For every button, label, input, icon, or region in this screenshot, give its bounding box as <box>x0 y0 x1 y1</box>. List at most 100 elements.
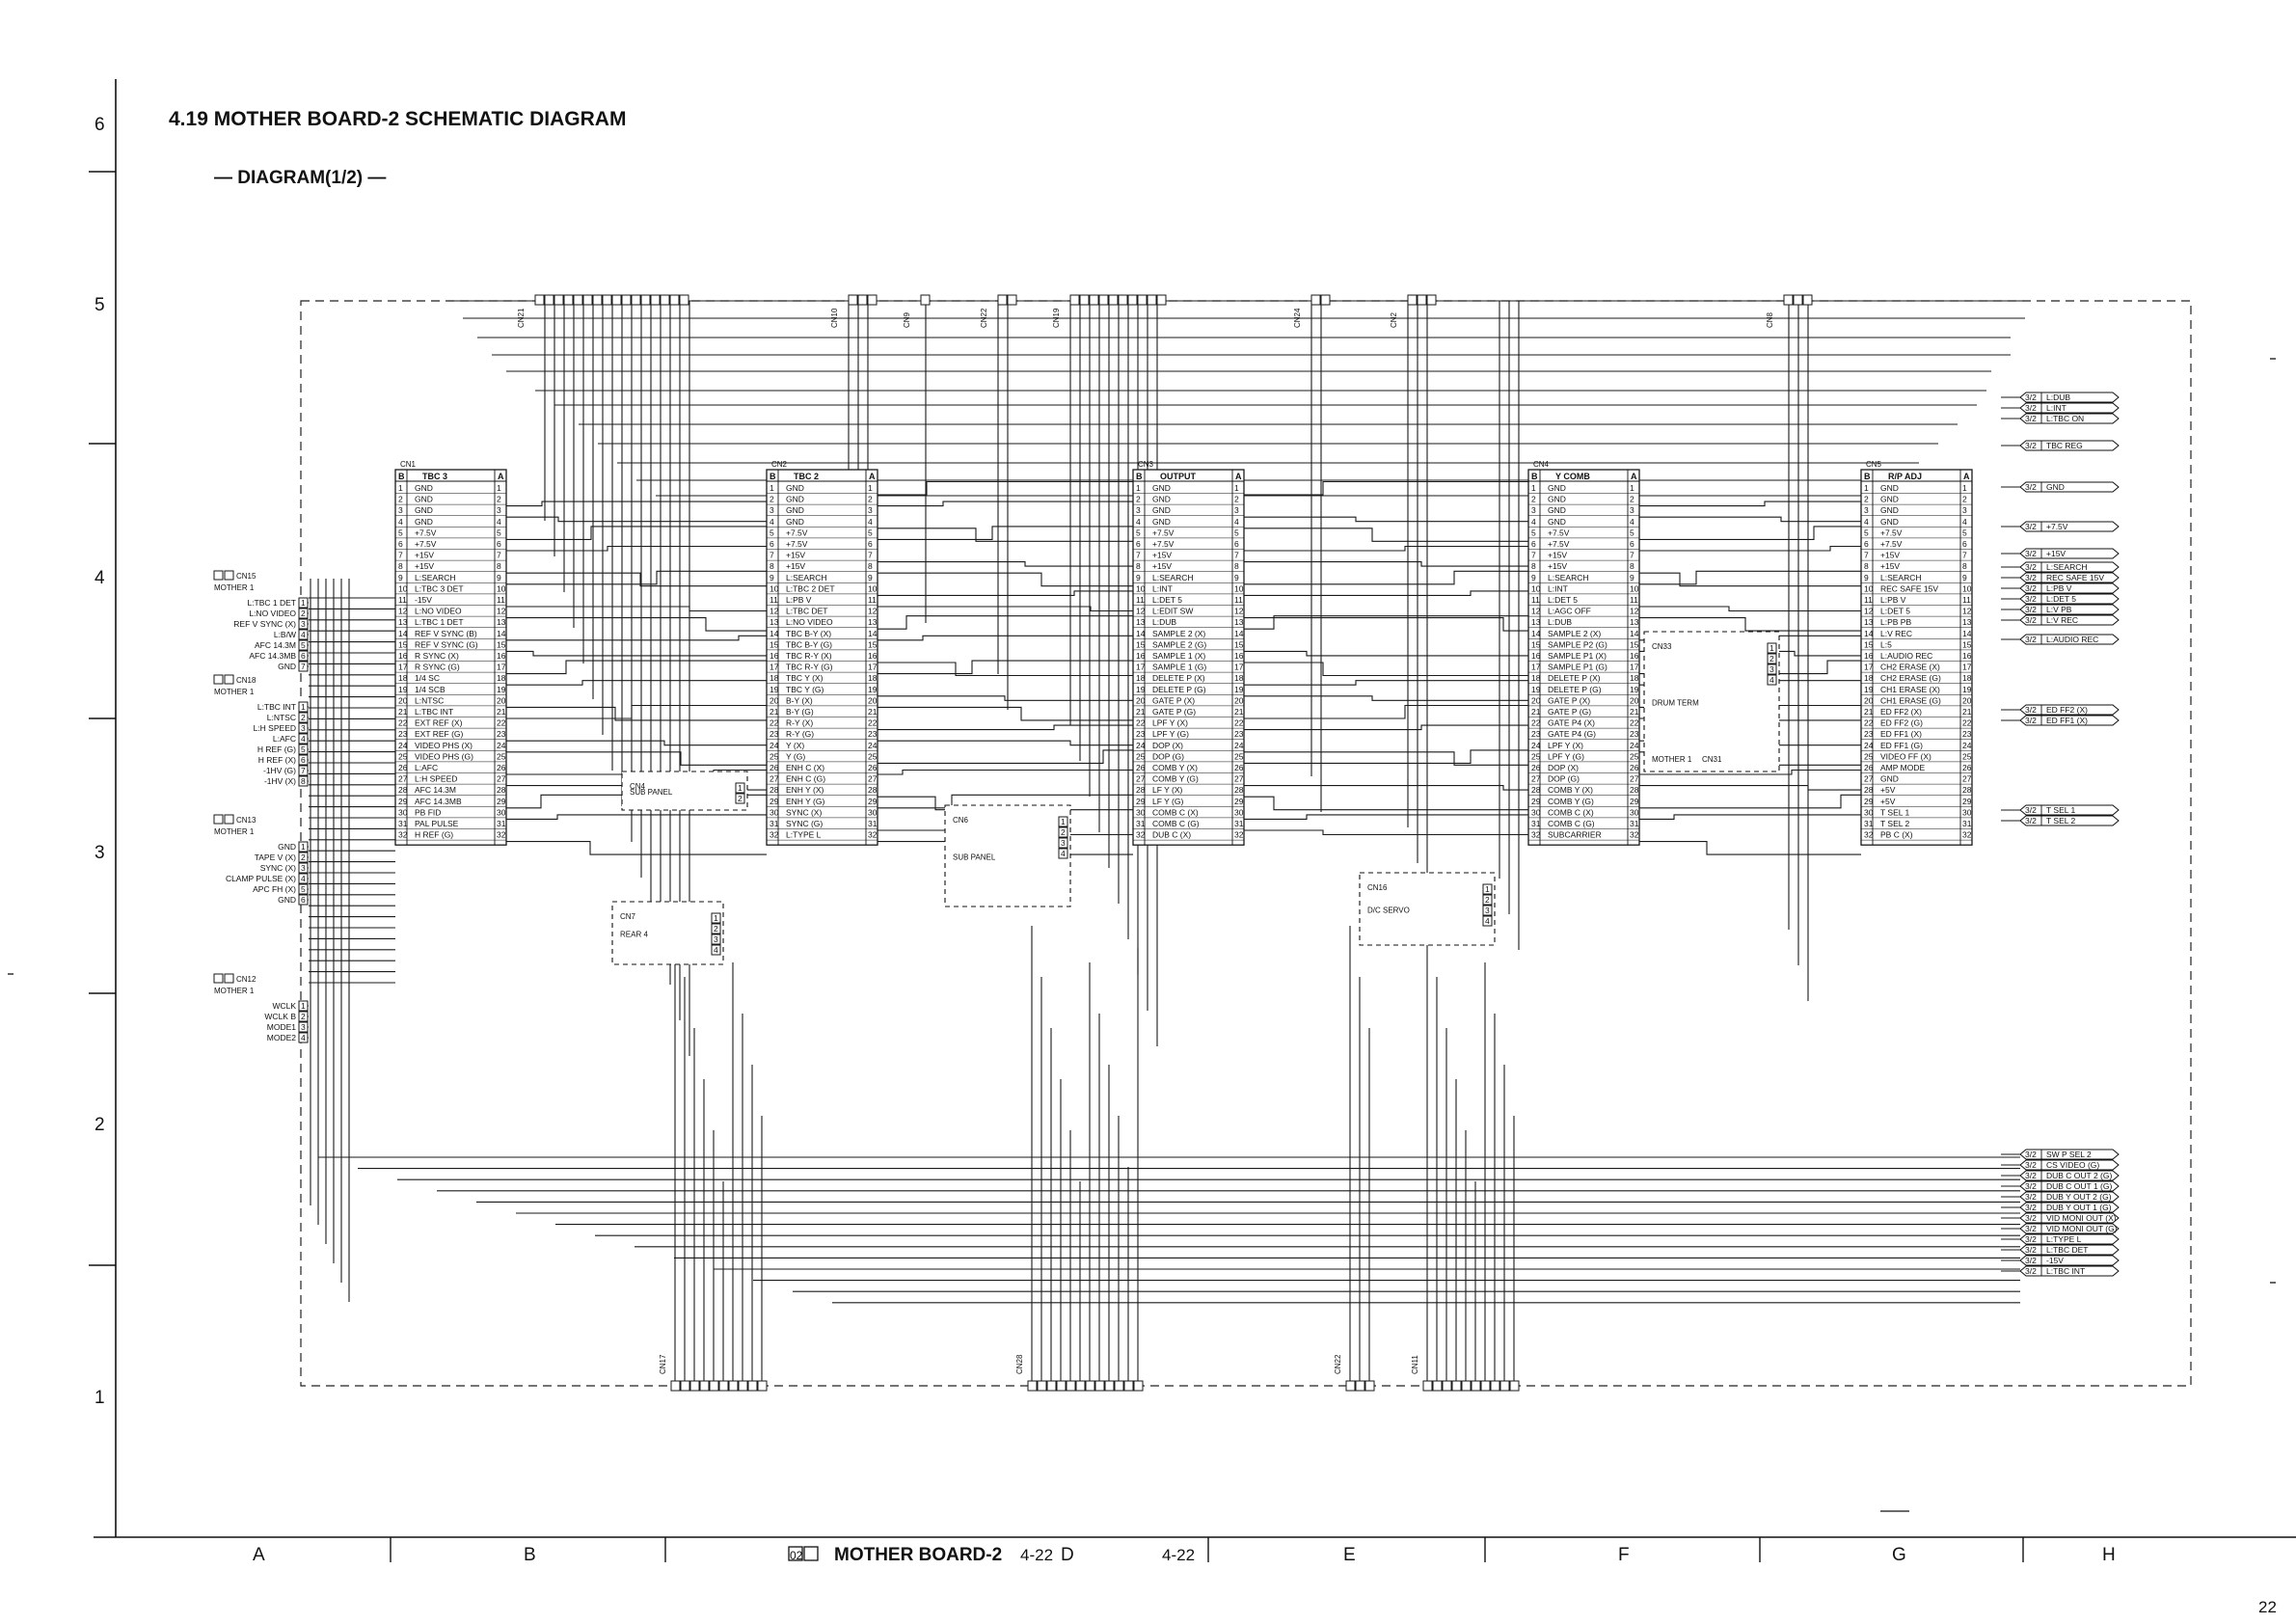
block-col-a: A <box>498 472 504 481</box>
stub-pin-box <box>757 1380 768 1392</box>
ref-box <box>213 674 224 685</box>
stub-pin-box <box>554 294 564 306</box>
wire <box>1639 841 1861 855</box>
wire <box>878 749 1133 764</box>
pin-number: 18 <box>1234 673 1244 683</box>
side-pin-signal: AFC 14.3M <box>255 640 296 650</box>
pin-number: 20 <box>868 695 878 705</box>
tag-outline <box>2019 1265 2120 1277</box>
wire <box>1244 796 1528 811</box>
pin-signal: L:EDIT SW <box>1152 607 1193 616</box>
pin-number: 3 <box>497 505 501 515</box>
pin-signal: VIDEO FF (X) <box>1880 751 1931 761</box>
side-pin-signal: L:NO VIDEO <box>249 609 296 618</box>
pin-number: 28 <box>497 785 506 795</box>
block-ref-label: CN3 <box>1138 460 1154 469</box>
stub-pin-box <box>738 1380 748 1392</box>
inline-box-outline <box>1643 631 1780 772</box>
pin-number: 21 <box>1962 707 1972 717</box>
pin-number: 25 <box>1630 751 1639 761</box>
pin-number: 23 <box>1864 729 1874 739</box>
inline-pin-number: 1 <box>1769 643 1774 653</box>
pin-number: 21 <box>1531 707 1541 717</box>
pin-number: 5 <box>770 528 774 537</box>
stub-pin-box <box>1027 1380 1038 1392</box>
pin-number: 30 <box>868 807 878 817</box>
pin-number: 11 <box>1531 595 1540 605</box>
pin-number: 13 <box>1531 617 1541 627</box>
inline-pin-number: 3 <box>714 934 718 944</box>
pin-number: 12 <box>398 607 408 616</box>
pin-number: 19 <box>1136 685 1146 694</box>
pin-signal: +5V <box>1880 785 1896 795</box>
pin-number: 27 <box>1962 774 1972 784</box>
pin-signal: +15V <box>1152 551 1172 560</box>
pin-number: 17 <box>1234 663 1244 672</box>
pin-number: 4 <box>770 517 774 527</box>
pin-number: 6 <box>868 539 873 549</box>
pin-number: 2 <box>770 495 774 504</box>
pin-number: 6 <box>497 539 501 549</box>
pin-number: 6 <box>1864 539 1869 549</box>
pin-number: 26 <box>1531 763 1541 772</box>
tag-signal: REC SAFE 15V <box>2046 573 2104 582</box>
pin-number: 5 <box>1962 528 1967 537</box>
pin-signal: ENH Y (X) <box>786 785 824 795</box>
wire <box>506 545 767 552</box>
pin-number: 5 <box>1630 528 1634 537</box>
pin-signal: +7.5V <box>1880 528 1903 537</box>
pin-number: 12 <box>1136 607 1146 616</box>
wire <box>1639 606 1861 612</box>
row-label: 5 <box>95 295 105 315</box>
tag-outline <box>2019 614 2120 626</box>
stub-pin-box <box>1037 1380 1047 1392</box>
tag-signal: T SEL 2 <box>2046 816 2076 826</box>
tag-outline <box>2019 1233 2120 1245</box>
pin-number: 27 <box>1234 774 1244 784</box>
top-connector-stub: CN22 <box>980 294 1017 328</box>
side-connector-label: MOTHER 1 <box>214 583 255 592</box>
pin-signal: R-Y (X) <box>786 718 813 728</box>
pin-number: 12 <box>1962 607 1972 616</box>
stub-pin-box <box>718 1380 729 1392</box>
pin-number: 12 <box>1630 607 1639 616</box>
pin-number: 10 <box>497 583 506 593</box>
pin-signal: GND <box>1548 505 1566 515</box>
inline-pin-box <box>711 912 721 924</box>
wire <box>878 561 1133 567</box>
tag-signal: GND <box>2046 482 2065 492</box>
pin-signal: GND <box>1152 505 1171 515</box>
pin-number: 7 <box>1136 551 1141 560</box>
pin-signal: GND <box>415 517 433 527</box>
pin-signal: AFC 14.3MB <box>415 797 462 806</box>
pin-signal: +7.5V <box>1152 528 1175 537</box>
wire <box>506 740 767 746</box>
pin-signal: ENH Y (G) <box>786 797 824 806</box>
wire <box>506 751 767 766</box>
pin-signal: L:V REC <box>1880 629 1912 638</box>
wire <box>1639 570 1861 585</box>
pin-number: 2 <box>1234 495 1239 504</box>
pin-number: 11 <box>1630 595 1638 605</box>
pin-number: 9 <box>1962 573 1967 582</box>
pin-number: 16 <box>1630 651 1639 661</box>
stub-pin-box <box>650 294 661 306</box>
tag-page-ref: 3/2 <box>2025 573 2037 582</box>
top-connector-ref: CN22 <box>980 308 988 328</box>
pin-number: 27 <box>1864 774 1874 784</box>
stub-pin-box <box>1046 1380 1057 1392</box>
stub-pin-box <box>1490 1380 1500 1392</box>
pin-signal: L:5 <box>1880 639 1892 649</box>
pin-number: 27 <box>1630 774 1639 784</box>
